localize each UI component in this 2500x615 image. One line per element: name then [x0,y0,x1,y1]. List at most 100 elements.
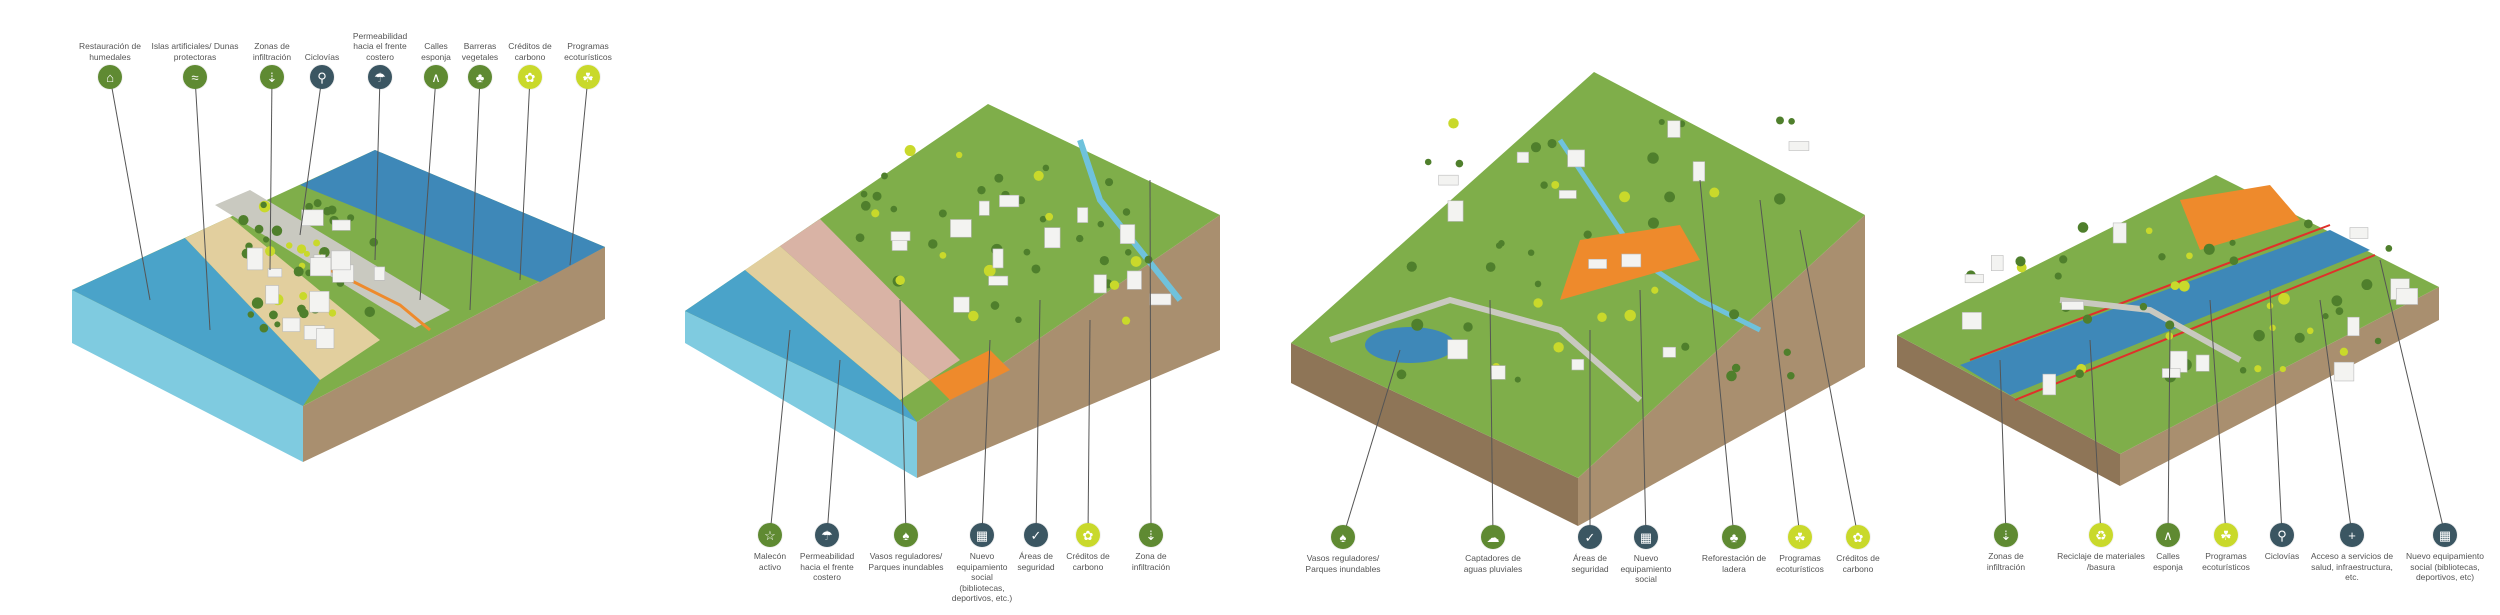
building [1662,346,1676,358]
building [246,247,264,271]
marker-label: Captadores de aguas pluviales [1463,553,1523,574]
tree [2165,320,2175,330]
building [2333,361,2355,382]
social-facility-icon: ▦ [970,523,994,547]
tree [2165,332,2174,340]
marker-label: Créditos de carbono [1066,551,1110,572]
tree [1787,371,1795,380]
marker-label: Acceso a servicios de salud, infraestruc… [2310,551,2394,582]
tree [2178,280,2190,292]
marker-label: Ciclovías [304,51,340,62]
tree [1122,208,1131,216]
building [1558,190,1577,199]
tree [328,309,337,317]
tree [2269,324,2276,332]
tree [1144,255,1153,264]
tree [296,244,307,254]
leader-line [826,359,841,536]
leader-line [374,76,381,261]
marker-label: Zonas de infiltración [1986,551,2026,572]
terrain-coastal-hillside [685,104,1220,478]
tree [1463,322,1473,332]
tree [860,190,868,198]
tree [251,297,264,309]
marker-label: Programas ecoturísticos [1776,553,1824,574]
marker-label: Áreas de seguridad [1571,553,1609,574]
tree [2054,272,2062,280]
tree [1597,312,1607,322]
tree [1130,256,1142,267]
tree [2339,347,2349,356]
leader-line [2379,259,2446,536]
leader-line [1342,349,1401,538]
building [374,266,386,281]
tree [347,214,355,222]
sponge-street-icon: ∧ [424,65,448,89]
tree [2322,313,2329,320]
shield-icon: ✓ [1578,525,1602,549]
tree [2335,307,2344,315]
tree [1109,280,1120,290]
tree [2331,295,2343,307]
tree [895,275,905,286]
leader-line [299,76,323,236]
tree [1039,215,1047,223]
tree [1076,234,1084,243]
building [331,250,351,271]
building [992,248,1004,269]
tree [2059,255,2068,264]
building [2195,354,2210,372]
leader-line [519,76,531,281]
tree [2306,327,2314,335]
leader-line [194,76,211,331]
tree [1709,187,1720,198]
leader-line [1087,319,1091,536]
soil-front-face [1897,335,2120,486]
tree [1455,159,1464,168]
building [2395,288,2418,305]
tree [1097,220,1105,228]
leader-line [1639,289,1647,538]
building [1438,174,1459,186]
tree [1651,286,1659,294]
building [1991,255,2004,271]
building [1621,253,1642,268]
dunes-icon: ≈ [183,65,207,89]
tree [2158,253,2166,261]
tree [2361,279,2373,291]
tree [881,172,888,180]
tree [2253,329,2265,342]
tree [313,199,322,208]
building [1490,365,1506,380]
orange-area [2180,185,2300,250]
tree [1776,116,1784,125]
leader-line [981,339,991,536]
tree [2278,292,2290,305]
tree [262,236,270,243]
tree [1658,118,1665,126]
river [1960,230,2370,395]
bicycle-icon: ⚲ [310,65,334,89]
tree [955,151,963,159]
tree [1553,342,1564,353]
leader-line [469,76,481,311]
leader-line [109,76,151,301]
tree [2266,302,2274,310]
sponge-street-icon: ∧ [2156,523,2180,547]
tree [364,306,376,318]
building [1077,207,1089,223]
tree [238,214,249,226]
tree [299,308,309,319]
tree [323,207,332,216]
ocean-back [300,150,605,282]
marker-label: Programas ecoturísticos [2202,551,2250,572]
tree [1664,191,1675,203]
tree [1534,280,1542,288]
social-facility-icon: ▦ [2433,523,2457,547]
tree [1547,138,1557,149]
red-path [2014,254,2376,401]
building [2349,227,2369,239]
tree [1783,348,1791,356]
